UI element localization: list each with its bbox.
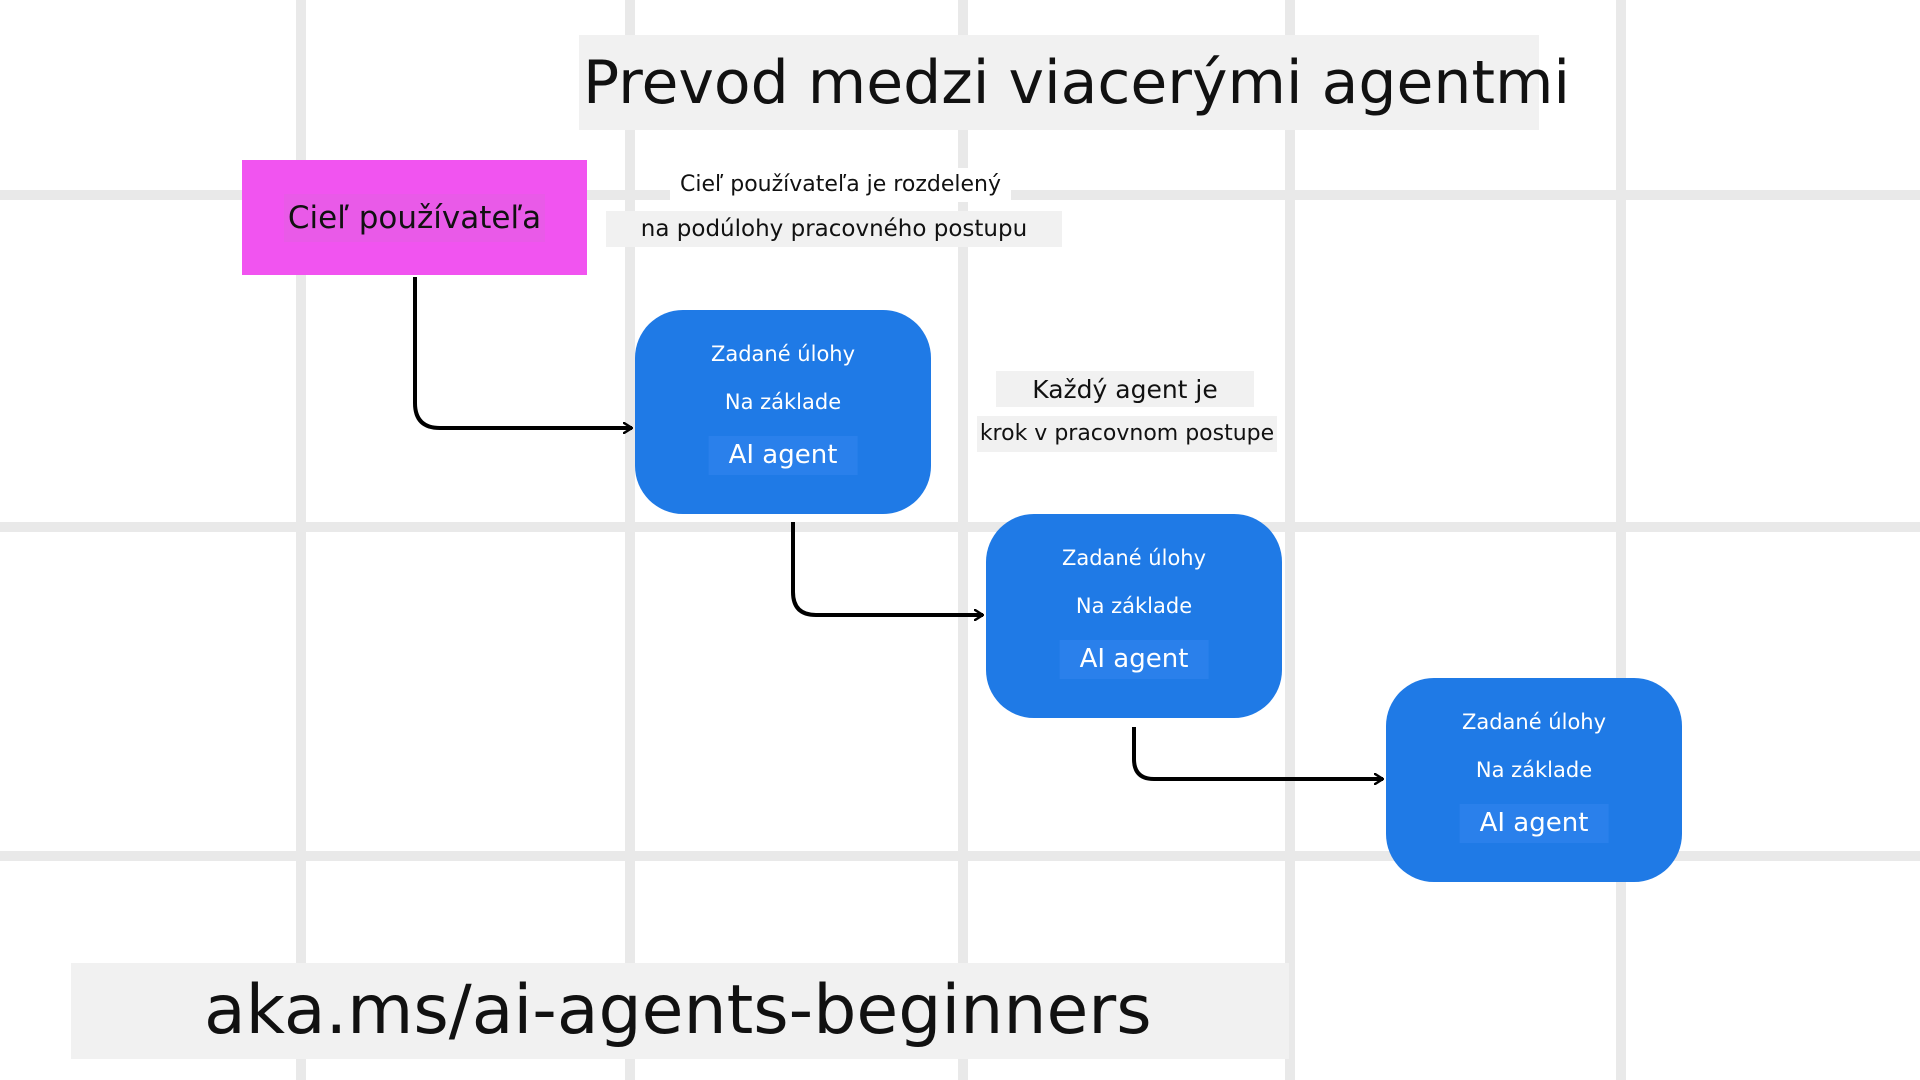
grid-line (0, 851, 1920, 861)
agent-name-label: AI agent (708, 436, 858, 476)
agent-based-on-label: Na základe (1075, 594, 1193, 618)
user-goal-label: Cieľ používateľa (283, 193, 546, 242)
agent-tasks-label: Zadané úlohy (1461, 710, 1607, 734)
agent-node-1: Zadané úlohy Na základe AI agent (635, 310, 931, 514)
step-note-line1: Každý agent je (996, 371, 1254, 407)
agent-name-label: AI agent (1059, 640, 1209, 680)
agent-tasks-label: Zadané úlohy (1061, 546, 1207, 570)
user-goal-node: Cieľ používateľa (242, 160, 587, 275)
agent-node-3: Zadané úlohy Na základe AI agent (1386, 678, 1682, 882)
diagram-title: Prevod medzi viacerými agentmi (579, 35, 1570, 130)
decompose-note-line2: na podúlohy pracovného postupu (606, 211, 1062, 247)
grid-line (296, 0, 306, 1080)
arrow-goal-to-agent-1 (413, 277, 632, 428)
arrow-agent-1-to-agent-2 (791, 522, 983, 615)
footer-url: aka.ms/ai-agents-beginners (71, 963, 1289, 1059)
arrow-agent-2-to-agent-3 (1132, 727, 1383, 779)
agent-based-on-label: Na základe (1475, 758, 1593, 782)
grid-line (0, 522, 1920, 532)
agent-name-label: AI agent (1459, 804, 1609, 844)
grid-line (625, 0, 635, 1080)
grid-line (1285, 0, 1295, 1080)
grid-line (958, 0, 968, 1080)
grid-line (1616, 0, 1626, 1080)
agent-node-2: Zadané úlohy Na základe AI agent (986, 514, 1282, 718)
step-note-line2: krok v pracovnom postupe (977, 416, 1277, 452)
decompose-note-line1: Cieľ používateľa je rozdelený (670, 168, 1011, 202)
agent-based-on-label: Na základe (724, 390, 842, 414)
agent-tasks-label: Zadané úlohy (710, 342, 856, 366)
